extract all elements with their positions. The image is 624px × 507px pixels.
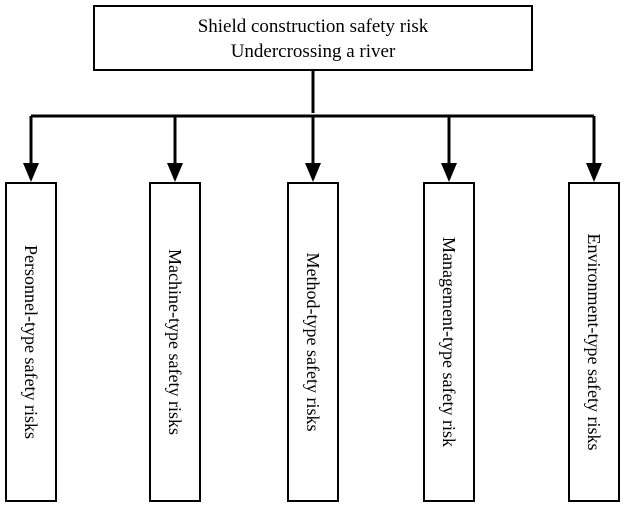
child-box-personnel (5, 182, 57, 502)
child-label-method: Method-type safety risks (303, 253, 323, 432)
child-node-personnel: Personnel-type safety risks (5, 182, 57, 502)
child-node-environment: Environment-type safety risks (568, 182, 620, 502)
child-label-environment: Environment-type safety risks (584, 234, 604, 451)
arrow-head-method (305, 163, 321, 182)
root-node: Shield construction safety risk Undercro… (93, 5, 533, 71)
connectors (23, 70, 602, 182)
child-label-personnel: Personnel-type safety risks (21, 245, 41, 439)
root-title-line-1: Shield construction safety risk (198, 16, 429, 37)
child-box-management (423, 182, 475, 502)
child-label-management: Management-type safety risk (439, 237, 459, 447)
root-box (93, 5, 533, 71)
arrow-head-personnel (23, 163, 39, 182)
child-box-method (287, 182, 339, 502)
child-box-environment (568, 182, 620, 502)
arrow-head-management (441, 163, 457, 182)
child-box-machine (149, 182, 201, 502)
arrow-head-environment (586, 163, 602, 182)
child-node-method: Method-type safety risks (287, 182, 339, 502)
child-node-machine: Machine-type safety risks (149, 182, 201, 502)
child-label-machine: Machine-type safety risks (165, 249, 185, 435)
root-title-line-2: Undercrossing a river (231, 41, 396, 62)
child-node-management: Management-type safety risk (423, 182, 475, 502)
arrow-head-machine (167, 163, 183, 182)
